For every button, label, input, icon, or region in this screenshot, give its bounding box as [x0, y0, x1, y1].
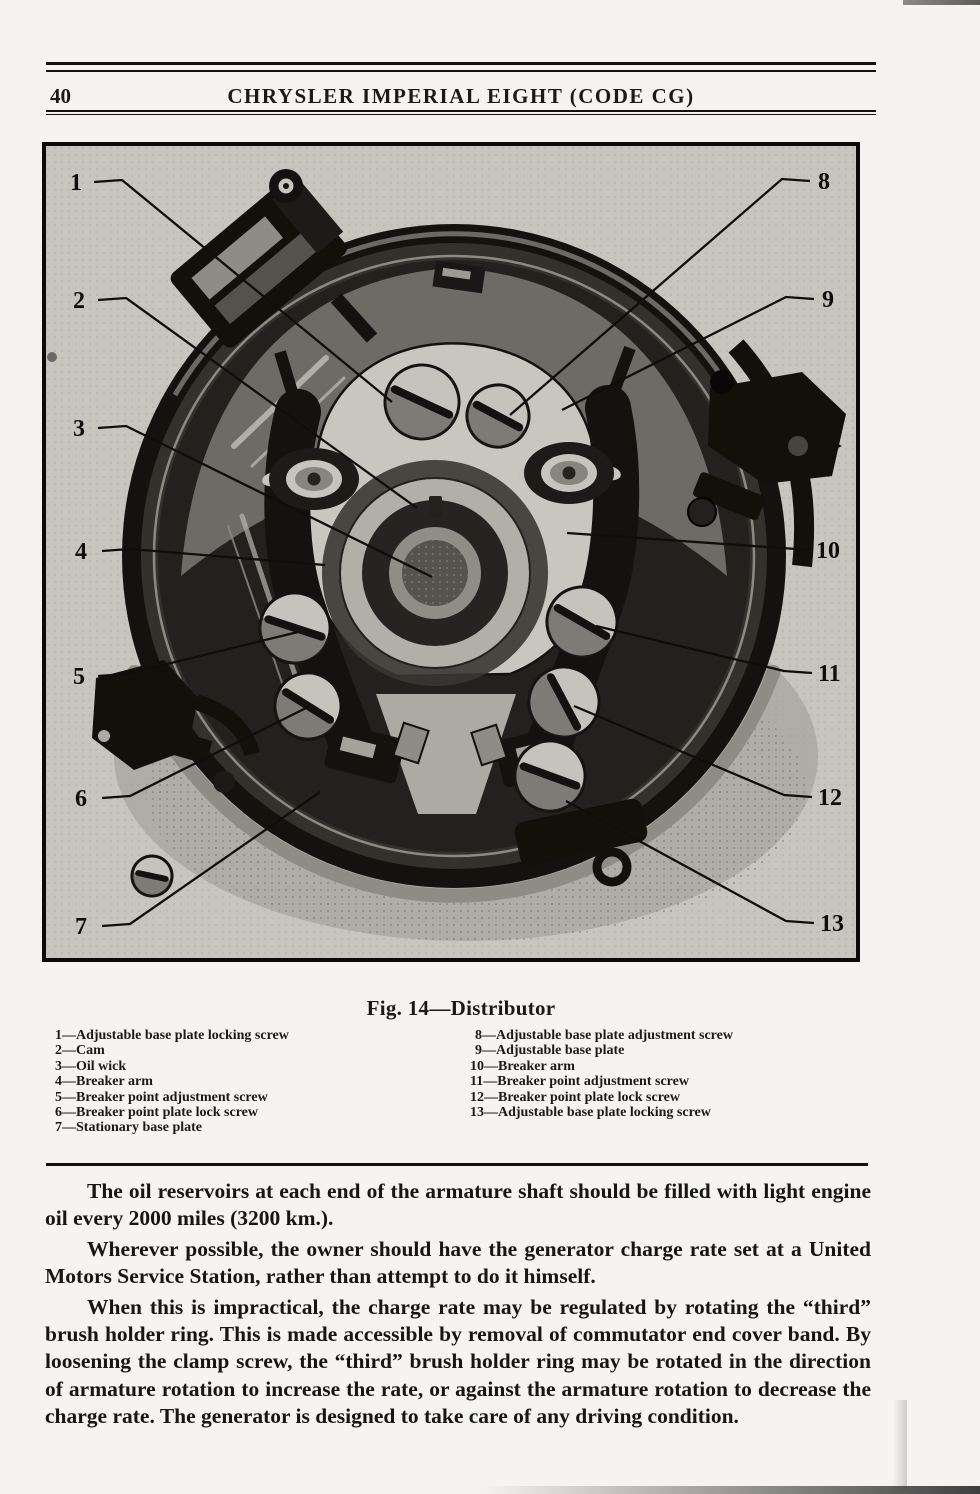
callout-labels: 1 2 3 4 5 6 7 8 9 10 11 12 13 — [70, 169, 844, 940]
screw-base-plate-adjustment — [465, 383, 531, 449]
figure-callout-13: 13 — [820, 911, 844, 937]
leader-line-8 — [509, 177, 811, 416]
distributor-figure-frame: 1 2 3 4 5 6 7 8 9 10 11 12 13 — [42, 142, 860, 962]
screw-rim-small — [130, 854, 174, 898]
figure-callout-4: 4 — [75, 539, 87, 565]
legend-item: 7—Stationary base plate — [55, 1120, 202, 1136]
figure-callout-9: 9 — [822, 287, 834, 313]
pivot-left — [262, 448, 366, 510]
eyelet — [592, 847, 632, 887]
body-text: The oil reservoirs at each end of the ar… — [45, 1178, 871, 1431]
leader-line-2 — [97, 296, 418, 509]
distributor-illustration: 1 2 3 4 5 6 7 8 9 10 11 12 13 — [46, 146, 856, 958]
figure-legend-left: 1—Adjustable base plate locking screw 2—… — [55, 1028, 289, 1136]
legend-item: 6—Breaker point plate lock screw — [55, 1105, 258, 1121]
leader-line-7 — [101, 791, 321, 928]
legend-item: 12—Breaker point plate lock screw — [470, 1089, 680, 1105]
plate-lower-wedge — [376, 694, 516, 814]
leader-line-13 — [565, 799, 815, 925]
leader-line-6 — [101, 704, 311, 800]
leader-line-10 — [566, 531, 811, 552]
figure-caption: Fig. 14—Distributor — [366, 996, 556, 1020]
screw-point-adjust-left — [258, 591, 332, 665]
legend-item: 8—Adjustable base plate adjustment screw — [475, 1028, 733, 1043]
screw-point-adjust-right — [545, 585, 619, 659]
figure-callout-7: 7 — [75, 914, 87, 940]
header-rule-top-thick — [46, 62, 876, 65]
pivot-right — [517, 442, 621, 504]
condenser — [170, 169, 378, 348]
legend-item: 4—Breaker arm — [55, 1074, 153, 1090]
figure-callout-10: 10 — [816, 538, 840, 564]
paragraph-oil-reservoirs: The oil reservoirs at each end of the ar… — [45, 1179, 871, 1231]
cam-keyway — [429, 496, 442, 518]
cam-hub — [322, 460, 548, 686]
legend-item: 1—Adjustable base plate locking screw — [55, 1028, 289, 1043]
paragraph-charge-rate-service: Wherever possible, the owner should have… — [45, 1236, 871, 1289]
screw-plate-lock-right — [527, 665, 601, 739]
leader-line-4 — [101, 547, 326, 567]
legend-item: 5—Breaker point adjustment screw — [55, 1089, 268, 1105]
figure-callout-5: 5 — [73, 664, 85, 690]
rim-highlight-band — [127, 665, 781, 903]
figure-callout-11: 11 — [818, 661, 841, 687]
screw-base-locking-bottom — [513, 739, 587, 813]
legend-item: 2—Cam — [55, 1043, 105, 1059]
legend-item: 9—Adjustable base plate — [475, 1043, 625, 1059]
legend-item: 13—Adjustable base plate locking screw — [470, 1105, 711, 1121]
legend-item: 11—Breaker point adjustment screw — [470, 1074, 689, 1090]
figure-callout-6: 6 — [75, 786, 87, 812]
header-rule-top-thin — [46, 70, 876, 72]
header-rule-bottom-thin — [46, 114, 876, 115]
leader-line-3 — [97, 424, 433, 579]
screw-base-plate-locking — [383, 363, 461, 441]
header-rule-bottom-thick — [46, 110, 876, 112]
legend-item: 3—Oil wick — [55, 1058, 127, 1074]
clamp-right — [687, 339, 846, 568]
page-title: CHRYSLER IMPERIAL EIGHT (CODE CG) — [227, 84, 695, 108]
scan-bottom-shadow — [480, 1486, 980, 1494]
figure-callout-12: 12 — [818, 785, 842, 811]
figure-callout-8: 8 — [818, 169, 830, 195]
scan-corner-mark — [903, 0, 980, 5]
figure-legend-right: 8—Adjustable base plate adjustment screw… — [470, 1028, 733, 1120]
top-rim-clip — [432, 260, 486, 294]
bottom-tab — [514, 798, 648, 887]
leader-line-5 — [97, 630, 299, 678]
leader-line-1 — [93, 178, 393, 403]
figure-callout-2: 2 — [73, 288, 85, 314]
leader-line-12 — [573, 704, 813, 799]
page-number: 40 — [50, 84, 71, 108]
section-divider-rule — [46, 1163, 868, 1166]
leader-lines — [93, 177, 815, 928]
figure-callout-1: 1 — [70, 170, 82, 196]
page-gutter-shade — [893, 1400, 907, 1490]
paragraph-third-brush: When this is impractical, the charge rat… — [45, 1294, 871, 1429]
figure-callout-3: 3 — [73, 416, 85, 442]
clamp-left — [92, 660, 260, 793]
scan-speck — [47, 352, 57, 362]
legend-item: 10—Breaker arm — [470, 1058, 575, 1074]
leader-line-9 — [561, 295, 815, 412]
leader-line-11 — [595, 624, 813, 675]
